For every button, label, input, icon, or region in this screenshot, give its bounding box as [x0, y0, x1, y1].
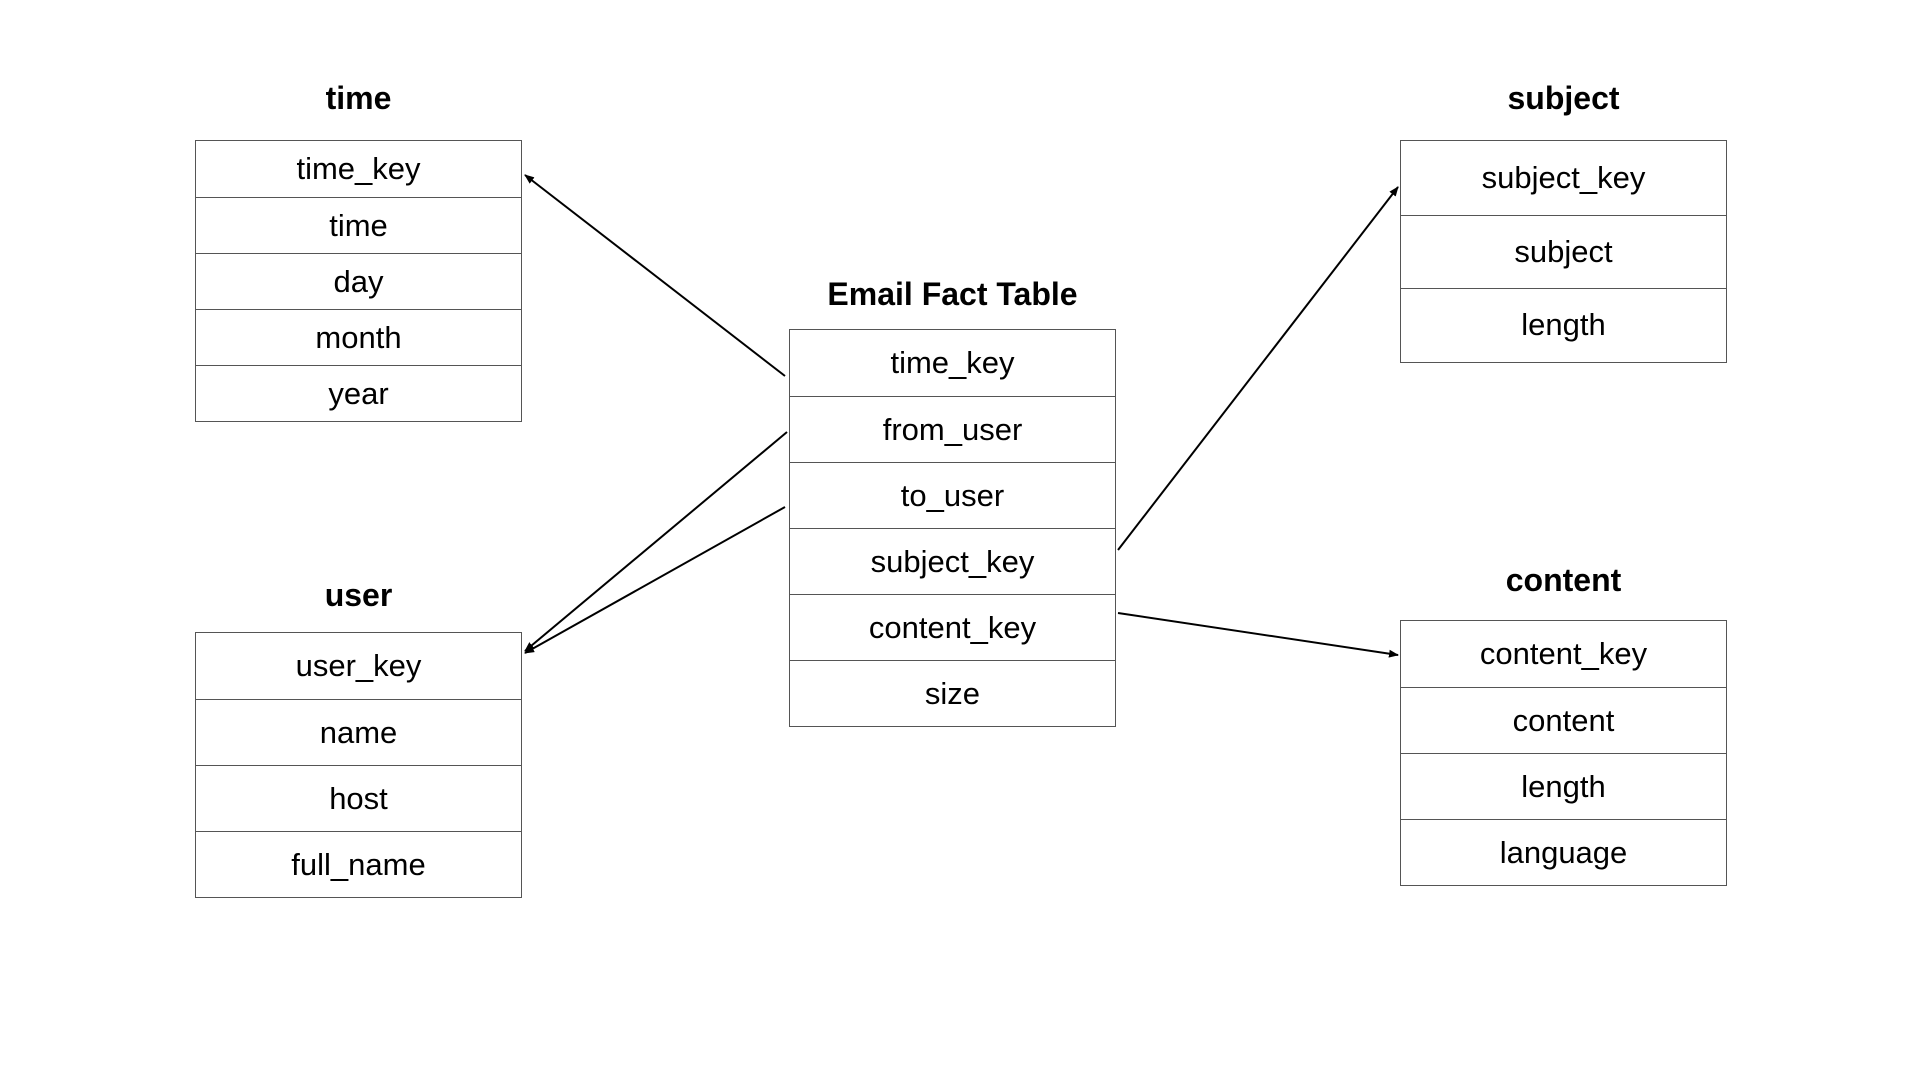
field-language: language	[1401, 819, 1726, 885]
content-table-title: content	[1505, 562, 1622, 598]
field-fact-subject-key: subject_key	[790, 528, 1115, 594]
field-month: month	[196, 309, 521, 365]
email-fact-table-fields: time_key from_user to_user subject_key c…	[789, 329, 1116, 727]
field-subject: subject	[1401, 214, 1726, 289]
field-name: name	[196, 699, 521, 765]
field-subject-length: length	[1401, 288, 1726, 362]
email-fact-table-title: Email Fact Table	[827, 276, 1078, 312]
arrow-subject-key	[1117, 186, 1399, 551]
field-time: time	[196, 197, 521, 253]
field-content-key: content_key	[1479, 636, 1648, 671]
field-day: day	[196, 253, 521, 309]
field-full-name: full_name	[196, 831, 521, 897]
field-host: host	[196, 765, 521, 831]
user-table-title: user	[324, 577, 393, 613]
field-year: year	[196, 365, 521, 421]
field-fact-time-key: time_key	[890, 345, 1015, 380]
field-content-length: length	[1401, 753, 1726, 819]
time-table-title: time	[325, 80, 392, 116]
arrow-to-user	[524, 506, 786, 654]
subject-table-fields: subject_key subject length	[1400, 140, 1727, 363]
field-time-key: time_key	[296, 151, 421, 186]
arrow-from-user	[524, 431, 788, 652]
field-from-user: from_user	[790, 396, 1115, 462]
subject-table-title: subject	[1507, 80, 1620, 116]
arrow-content-key	[1117, 612, 1399, 658]
field-subject-key: subject_key	[1481, 159, 1646, 195]
field-size: size	[790, 660, 1115, 726]
time-table-fields: time_key time day month year	[195, 140, 522, 422]
arrow-time-key	[524, 174, 786, 377]
content-table-fields: content_key content length language	[1400, 620, 1727, 886]
field-user-key: user_key	[295, 648, 422, 683]
field-content: content	[1401, 687, 1726, 753]
field-to-user: to_user	[790, 462, 1115, 528]
user-table-fields: user_key name host full_name	[195, 632, 522, 898]
field-fact-content-key: content_key	[790, 594, 1115, 660]
